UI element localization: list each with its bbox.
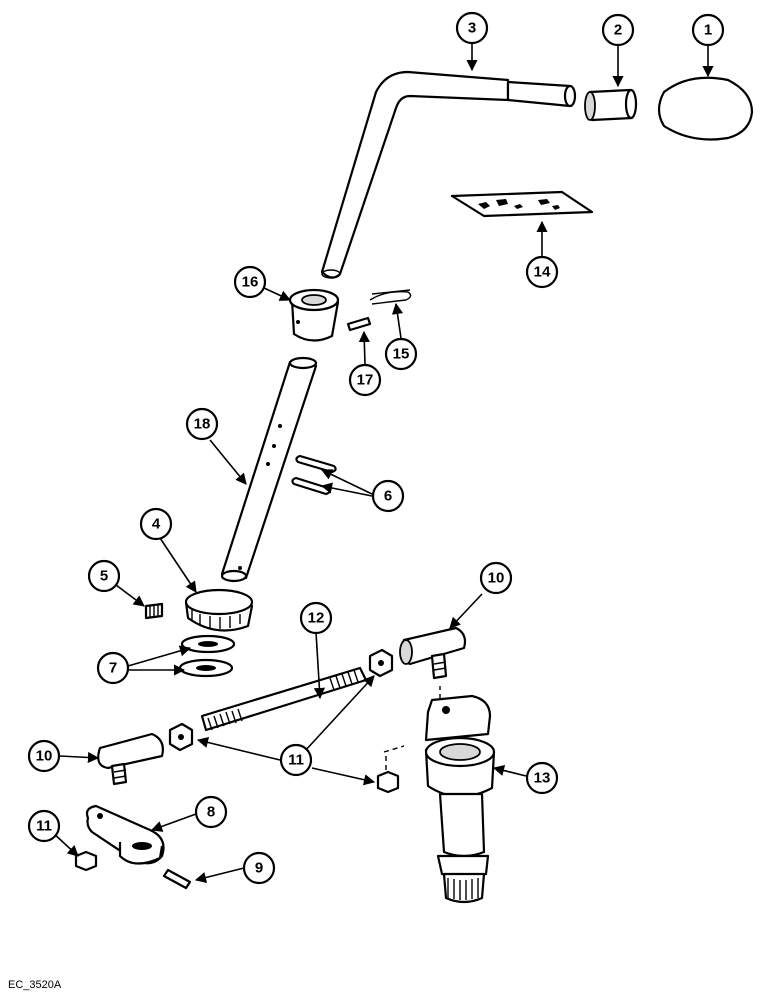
callout-10-left: 10 bbox=[27, 739, 61, 773]
part-set-screw bbox=[144, 602, 164, 620]
callout-14: 14 bbox=[525, 255, 559, 289]
callout-8: 8 bbox=[194, 795, 228, 829]
callout-2: 2 bbox=[601, 13, 635, 47]
part-ball-joint-left bbox=[97, 732, 164, 786]
callout-11-left: 11 bbox=[27, 809, 61, 843]
callout-17: 17 bbox=[348, 363, 382, 397]
callout-7: 7 bbox=[96, 651, 130, 685]
part-threaded-rod bbox=[200, 666, 368, 732]
callout-14-label: 14 bbox=[534, 264, 551, 281]
reference-code: EC_3520A bbox=[8, 979, 62, 991]
part-ball-joint-right bbox=[399, 626, 467, 700]
callout-4-label: 4 bbox=[152, 516, 161, 533]
callout-3-label: 3 bbox=[468, 20, 476, 37]
callout-17-label: 17 bbox=[357, 372, 374, 389]
part-hex-nuts bbox=[74, 648, 400, 872]
callout-11-center-label: 11 bbox=[288, 752, 304, 769]
callout-6-label: 6 bbox=[384, 488, 392, 505]
callout-3: 3 bbox=[455, 11, 489, 45]
part-lower-rod bbox=[220, 356, 318, 583]
callout-9: 9 bbox=[242, 851, 276, 885]
callout-15: 15 bbox=[384, 337, 418, 371]
callout-4: 4 bbox=[139, 507, 173, 541]
part-shift-lever bbox=[320, 70, 577, 279]
callout-10-left-label: 10 bbox=[36, 748, 53, 765]
callout-10-right: 10 bbox=[479, 561, 513, 595]
callout-8-label: 8 bbox=[207, 804, 215, 821]
callout-15-label: 15 bbox=[393, 346, 410, 363]
callout-18: 18 bbox=[185, 407, 219, 441]
callout-10-right-label: 10 bbox=[488, 570, 505, 587]
part-decal-plate bbox=[450, 190, 594, 218]
part-pin bbox=[162, 868, 192, 890]
part-hair-clip bbox=[369, 289, 412, 305]
callout-7-label: 7 bbox=[109, 660, 117, 677]
callout-6: 6 bbox=[371, 479, 405, 513]
callout-12-label: 12 bbox=[308, 610, 325, 627]
callout-1-label: 1 bbox=[704, 22, 712, 39]
callout-5: 5 bbox=[87, 559, 121, 593]
leader-lines bbox=[51, 44, 714, 883]
callout-11-center: 11 bbox=[279, 743, 313, 777]
callout-18-label: 18 bbox=[194, 416, 211, 433]
part-sleeve bbox=[584, 88, 638, 122]
callout-13: 13 bbox=[525, 761, 559, 795]
part-knob bbox=[657, 76, 754, 141]
callout-13-label: 13 bbox=[534, 770, 551, 787]
callout-16-label: 16 bbox=[242, 274, 259, 291]
part-pins bbox=[291, 454, 337, 496]
part-knurled-nut bbox=[184, 588, 254, 632]
callout-16: 16 bbox=[233, 265, 267, 299]
part-selector-shaft bbox=[383, 694, 496, 904]
callout-2-label: 2 bbox=[614, 22, 622, 39]
callout-12: 12 bbox=[299, 601, 333, 635]
callout-1: 1 bbox=[691, 13, 725, 47]
part-lever-plate bbox=[85, 804, 165, 865]
part-washers bbox=[178, 634, 236, 678]
part-collar bbox=[288, 288, 340, 342]
callout-5-label: 5 bbox=[100, 568, 108, 585]
callout-11-left-label: 11 bbox=[36, 818, 52, 835]
callout-9-label: 9 bbox=[255, 860, 263, 877]
part-roll-pin bbox=[346, 316, 372, 332]
